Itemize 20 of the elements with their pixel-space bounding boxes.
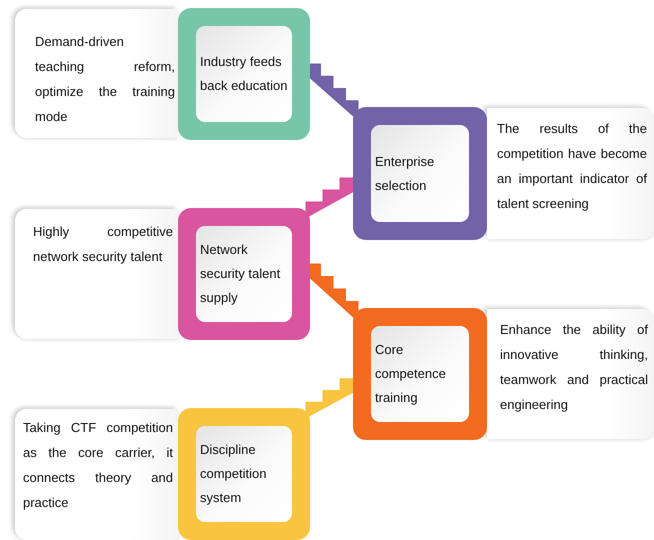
- step-square: [178, 408, 310, 540]
- step-title: Discipline competition system: [199, 441, 268, 507]
- step-title: Network security talent supply: [199, 241, 282, 307]
- step-title: Industry feeds back education: [199, 53, 288, 95]
- step-title: Enterprise selection: [374, 152, 436, 194]
- description-text: Highly competitive network security talent: [33, 223, 173, 266]
- description-card: [487, 108, 654, 239]
- step-square: [178, 8, 310, 140]
- description-text: Taking CTF competition as the core carrier, it connects theory and practice: [23, 419, 173, 512]
- step-square: [353, 107, 487, 240]
- description-card: [487, 309, 654, 439]
- step-square: [353, 308, 487, 440]
- description-text: Enhance the ability of innovative thinking, teamwork and practical engineering: [500, 321, 648, 414]
- step-title: Core competence training: [374, 341, 447, 407]
- description-text: The results of the competition have become an important indicator of talent screening: [497, 120, 647, 213]
- step-square: [178, 208, 310, 340]
- description-card: [15, 409, 178, 540]
- description-card: [15, 209, 178, 339]
- description-card: [15, 9, 178, 138]
- description-text: Demand-driven teaching reform, optimize the training mode: [35, 33, 175, 126]
